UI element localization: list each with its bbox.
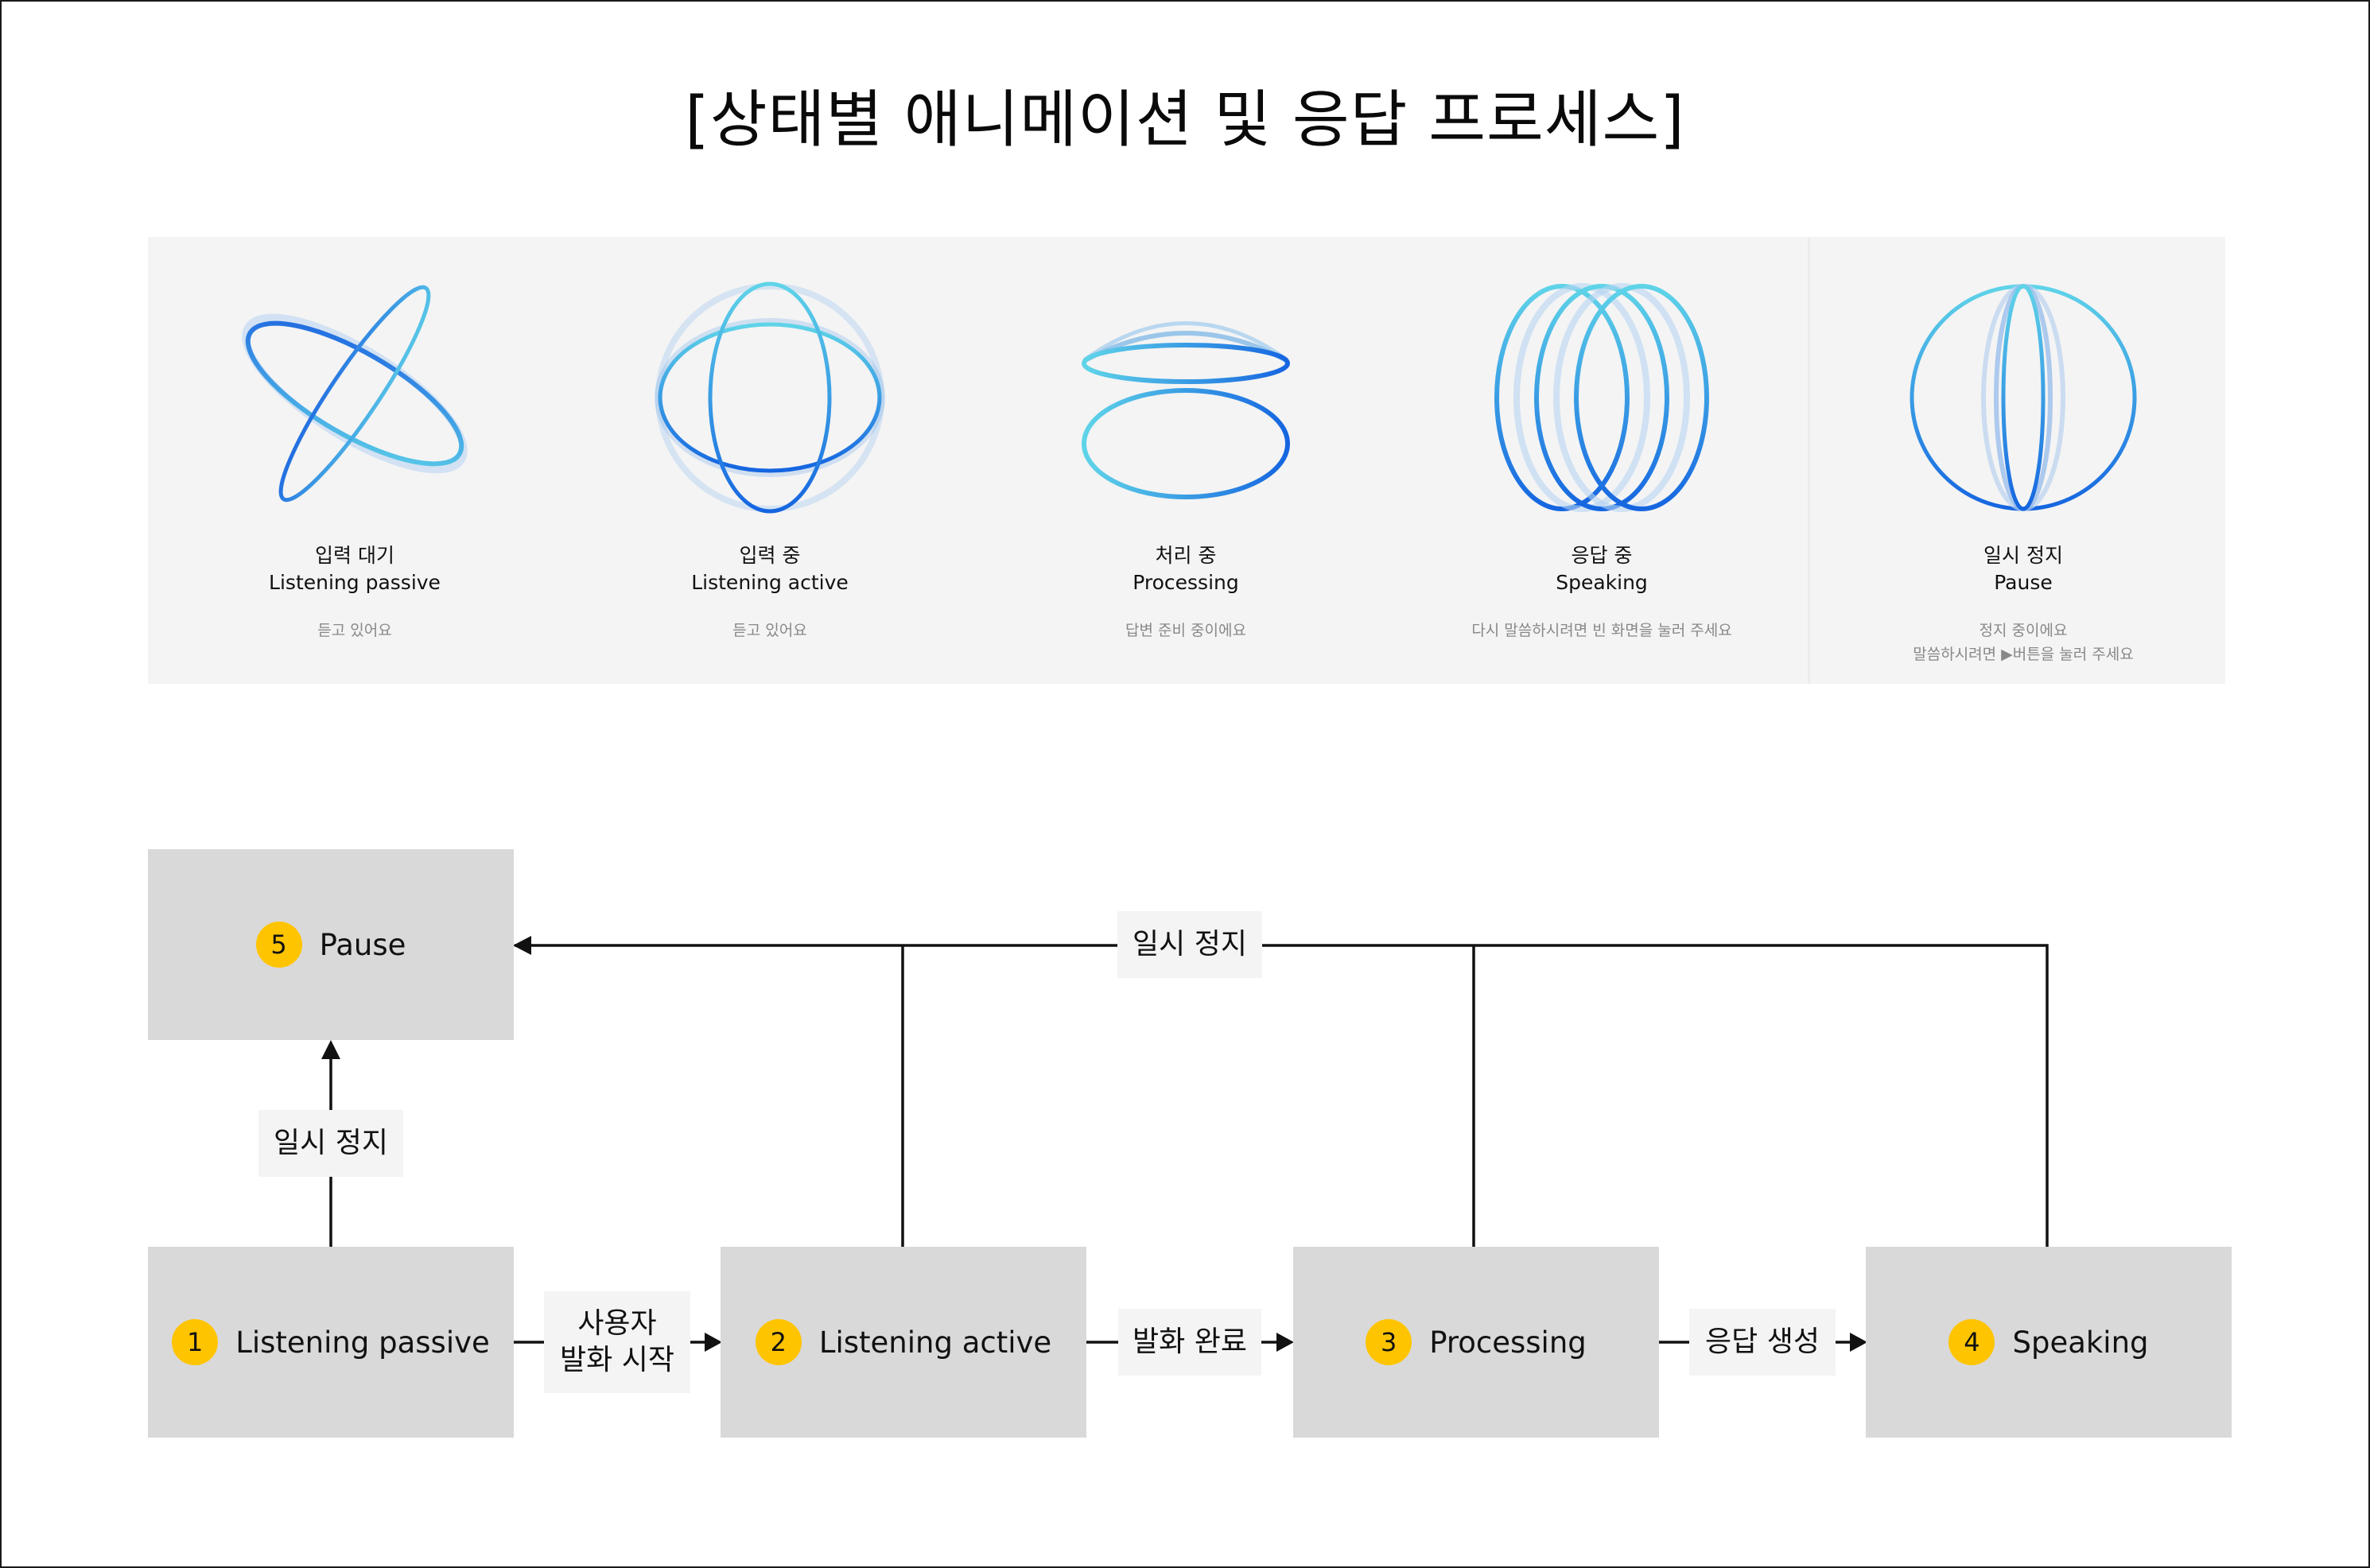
state-ko-label: 일시 정지 bbox=[1983, 544, 2063, 567]
node-pause: 5 Pause bbox=[148, 849, 514, 1040]
state-processing: 처리 중 Processing 답변 준비 중이에요 bbox=[1011, 262, 1361, 642]
pause-animation-icon bbox=[1910, 284, 2137, 511]
step-badge: 3 bbox=[1366, 1319, 1412, 1365]
arrowhead-up bbox=[321, 1040, 340, 1059]
step-badge: 4 bbox=[1948, 1319, 1995, 1365]
edge-label-pause-left: 일시 정지 bbox=[258, 1110, 403, 1177]
step-badge: 1 bbox=[172, 1319, 219, 1365]
node-label: Pause bbox=[319, 927, 406, 962]
state-description: 듣고 있어요 bbox=[317, 622, 392, 639]
state-en-label: Processing bbox=[1133, 571, 1239, 594]
arrowhead-left bbox=[513, 936, 531, 955]
state-ko-label: 처리 중 bbox=[1155, 544, 1217, 567]
node-label: Processing bbox=[1429, 1325, 1587, 1360]
node-processing: 3 Processing bbox=[1293, 1247, 1659, 1438]
node-label: Speaking bbox=[2012, 1325, 2149, 1360]
state-listening-active: 입력 중 Listening active 듣고 있어요 bbox=[595, 262, 945, 642]
state-ko-label: 입력 중 bbox=[739, 544, 801, 567]
node-listening-active: 2 Listening active bbox=[721, 1247, 1086, 1438]
listening-passive-animation-icon bbox=[242, 285, 468, 503]
listening-active-animation-icon bbox=[655, 281, 885, 514]
state-en-label: Pause bbox=[1994, 571, 2053, 594]
state-en-label: Speaking bbox=[1556, 571, 1648, 594]
state-pause: 일시 정지 Pause 정지 중이에요 말씀하시려면 ▶버튼을 눌러 주세요 bbox=[1848, 262, 2198, 666]
step-badge: 2 bbox=[755, 1319, 802, 1365]
edge-label-response: 응답 생성 bbox=[1689, 1309, 1836, 1376]
state-ko-label: 응답 중 bbox=[1571, 544, 1633, 567]
state-description: 답변 준비 중이에요 bbox=[1125, 622, 1246, 639]
edge-label-text: 일시 정지 bbox=[274, 1127, 388, 1159]
node-speaking: 4 Speaking bbox=[1866, 1247, 2232, 1438]
edge-label-text: 발화 완료 bbox=[1133, 1325, 1247, 1358]
speaking-animation-icon bbox=[1494, 283, 1709, 512]
animation-panel bbox=[148, 237, 2225, 684]
node-listening-passive: 1 Listening passive bbox=[148, 1247, 514, 1438]
edge-label-user-speech: 사용자 발화 시작 bbox=[544, 1291, 690, 1393]
arrowhead-right bbox=[705, 1333, 722, 1352]
arrowhead-right bbox=[1276, 1333, 1294, 1352]
node-label: Listening active bbox=[818, 1325, 1052, 1360]
state-listening-passive: 입력 대기 Listening passive 듣고 있어요 bbox=[180, 262, 530, 642]
edge-label-text: 발화 시작 bbox=[560, 1344, 674, 1376]
state-ko-label: 입력 대기 bbox=[315, 544, 394, 567]
state-speaking: 응답 중 Speaking 다시 말씀하시려면 빈 화면을 눌러 주세요 bbox=[1427, 262, 1777, 642]
edge-label-speech-done: 발화 완료 bbox=[1118, 1309, 1261, 1376]
processing-animation-icon bbox=[1082, 321, 1290, 499]
state-en-label: Listening active bbox=[691, 571, 849, 594]
state-description-line: 말씀하시려면 ▶버튼을 눌러 주세요 bbox=[1913, 646, 2134, 663]
state-description-line: 정지 중이에요 bbox=[1979, 622, 2068, 639]
edge-label-text: 응답 생성 bbox=[1705, 1325, 1820, 1358]
state-description: 다시 말씀하시려면 빈 화면을 눌러 주세요 bbox=[1471, 622, 1732, 639]
node-label: Listening passive bbox=[235, 1325, 490, 1360]
state-description: 듣고 있어요 bbox=[732, 622, 807, 639]
state-description: 정지 중이에요 말씀하시려면 ▶버튼을 눌러 주세요 bbox=[1848, 619, 2198, 666]
arrowhead-right bbox=[1850, 1333, 1867, 1352]
edge-label-pause-top: 일시 정지 bbox=[1117, 911, 1262, 978]
page-title: [상태별 애니메이션 및 응답 프로세스] bbox=[685, 84, 1685, 156]
step-badge: 5 bbox=[255, 922, 302, 968]
edge-label-text: 일시 정지 bbox=[1133, 928, 1247, 961]
edge-label-text: 사용자 bbox=[577, 1307, 657, 1340]
state-en-label: Listening passive bbox=[269, 571, 441, 594]
panel-divider bbox=[1808, 237, 1810, 684]
arrow-to-pause bbox=[515, 944, 2049, 1247]
